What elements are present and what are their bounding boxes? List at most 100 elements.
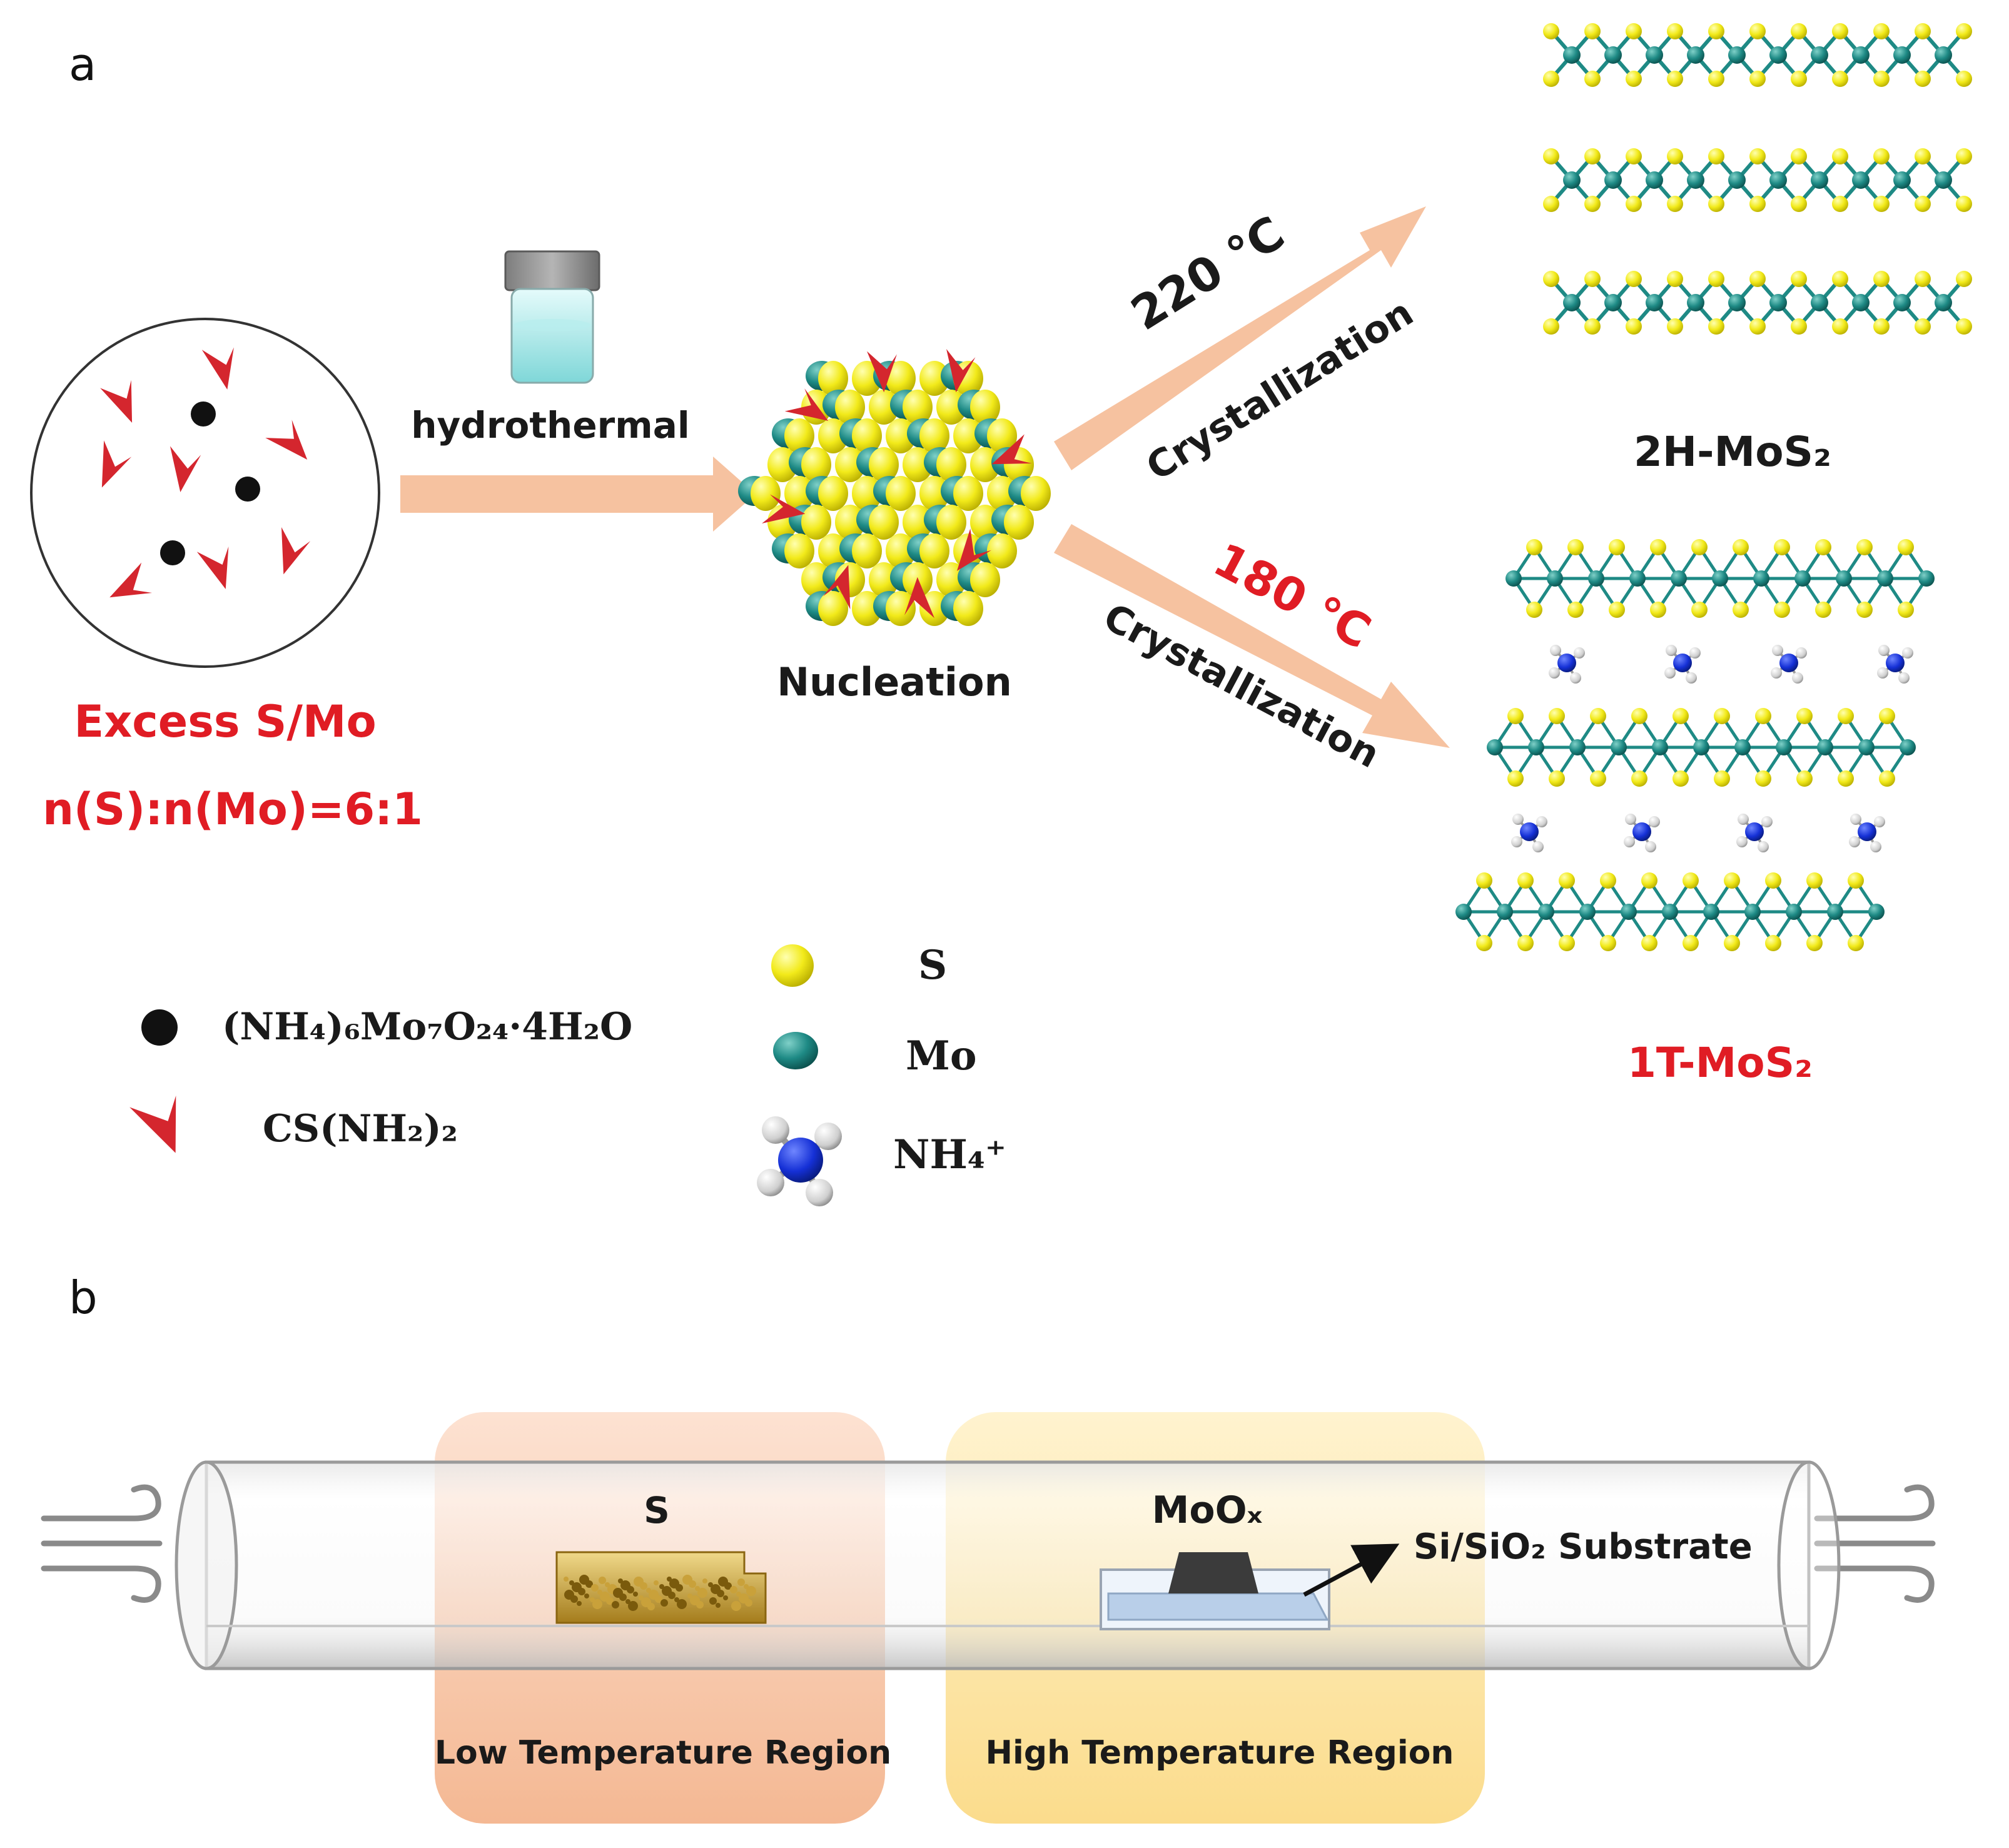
s-atom [818,591,848,626]
s-atom [1600,935,1616,951]
s-atom [1856,602,1873,618]
s-atom [869,505,899,540]
mo-atom [1877,570,1893,587]
s-atom [784,418,814,453]
ammonium-ion [1877,645,1913,684]
s-atom [1507,708,1524,724]
s-atom [886,533,916,568]
mo-atom [1693,739,1709,755]
s-atom [1584,271,1601,287]
s-atom [1004,505,1034,540]
s-atom [801,562,831,597]
molybdenum-sphere-icon [773,1032,818,1069]
s-atom [1815,539,1831,555]
mo-atom [1547,570,1563,587]
s-atom [1733,602,1749,618]
s-atom [1714,708,1730,724]
mo-atom [1852,294,1870,311]
mo-atom [1852,46,1870,64]
precursor-solution [30,318,380,668]
source-moox-label: MoOₓ [1152,1488,1263,1532]
s-atom [1543,196,1559,212]
mo-atom [1728,294,1746,311]
s-atom [1641,872,1657,889]
s-atom [1543,71,1559,87]
s-atom [1507,770,1524,787]
hydrothermal-label: hydrothermal [411,404,689,447]
s-atom [936,562,966,597]
s-atom [1691,539,1708,555]
mo-atom [1811,46,1828,64]
ammonium-ion [1849,814,1885,852]
s-atom [1683,935,1699,951]
s-atom [1832,196,1848,212]
s-atom [1626,196,1642,212]
s-atom [1832,271,1848,287]
s-atom [1626,318,1642,335]
s-atom [1873,148,1890,164]
s-atom [1667,196,1683,212]
s-atom [1873,196,1890,212]
product-1t-label: 1T-MoS₂ [1627,1039,1813,1087]
s-atom [1774,602,1790,618]
s-atom [1879,770,1895,787]
s-atom [886,476,916,511]
autoclave-vial-icon [504,250,600,384]
thiourea-chevron-icon [265,420,308,460]
s-atom [852,476,882,511]
s-atom [1791,271,1807,287]
mo-atom [1811,294,1828,311]
mo-atom [1621,904,1637,920]
sulfur-sphere-icon [771,944,814,987]
s-atom [1791,71,1807,87]
thiourea-chevron-icon [129,1095,176,1153]
s-atom [1667,23,1683,39]
s-atom [1549,708,1565,724]
thiourea-chevron-icon [956,528,991,571]
s-atom [1626,271,1642,287]
product-2h-label: 2H-MoS₂ [1634,428,1831,476]
s-atom [1609,602,1625,618]
nucleation-label: Nucleation [777,659,1012,705]
mo-atom [1687,294,1704,311]
mo-atom [1712,570,1728,587]
s-atom [1708,148,1724,164]
s-atom [1543,318,1559,335]
s-atom [1815,602,1831,618]
thiourea-chevron-icon [762,494,806,523]
mo-atom [1893,46,1911,64]
s-atom [1806,872,1823,889]
legend-sulfur-label: S [918,942,947,989]
thiourea-chevron-icon [170,446,201,493]
s-atom [1733,539,1749,555]
s-atom [1879,708,1895,724]
s-atom [970,562,1000,597]
s-atom [1791,196,1807,212]
low-region-label: Low Temperature Region [435,1734,891,1772]
s-atom [1724,935,1740,951]
mo-atom [1935,171,1952,189]
ammonium-ion [1664,645,1701,684]
s-atom [1600,872,1616,889]
s-atom [919,418,949,453]
s-atom [1667,148,1683,164]
s-atom [1956,318,1972,335]
s-atom [835,390,865,425]
mo-atom [1588,570,1604,587]
s-atom [970,505,1000,540]
mo-atom [1858,739,1875,755]
source-s-label: S [644,1489,670,1532]
s-atom [1476,935,1492,951]
mo-atom [1563,294,1581,311]
mo-atom [1703,904,1719,920]
s-atom [1641,935,1657,951]
s-atom [1626,148,1642,164]
s-atom [987,418,1017,453]
panel-b-label: b [69,1271,98,1324]
mo-atom [1497,904,1513,920]
s-atom [886,418,916,453]
s-atom [1584,71,1601,87]
s-atom [1832,71,1848,87]
s-atom [869,390,899,425]
